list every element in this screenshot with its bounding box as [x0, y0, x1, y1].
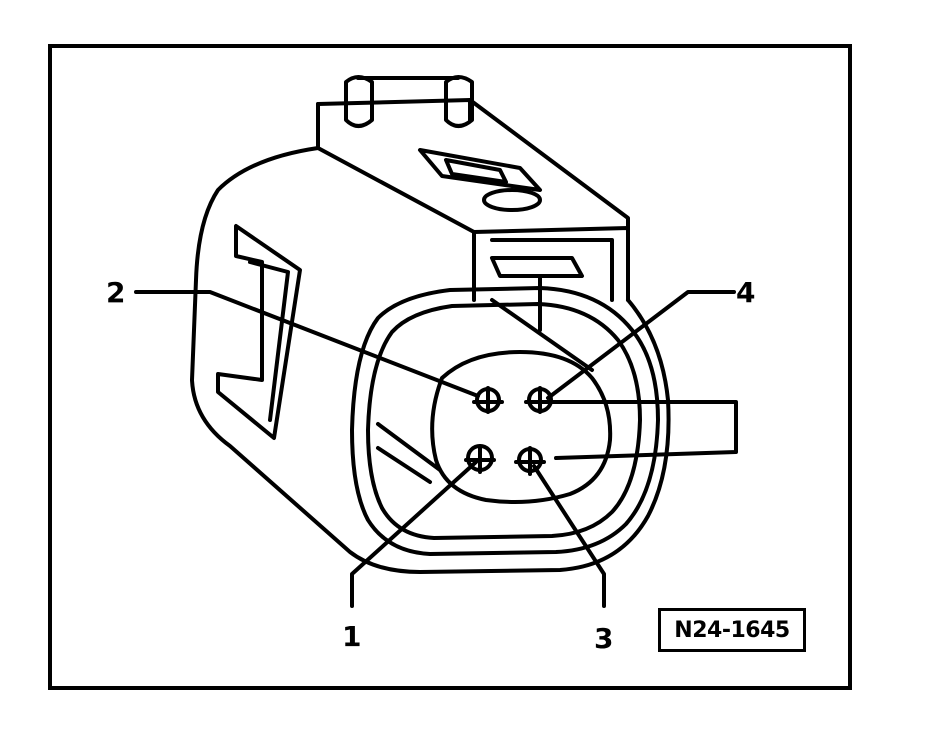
pin-1-terminal	[464, 444, 496, 474]
leader-line-4	[546, 290, 736, 400]
coding-rib	[546, 400, 738, 460]
callout-label-4: 4	[736, 276, 755, 309]
callout-label-2: 2	[106, 276, 125, 309]
leader-line-2	[134, 290, 480, 398]
reference-code-text: N24-1645	[674, 617, 790, 643]
connector-latch	[316, 75, 630, 332]
leader-line-3	[532, 464, 606, 608]
leader-line-1	[350, 460, 478, 608]
reference-code-box: N24-1645	[658, 608, 806, 652]
pin-cavity	[430, 350, 613, 504]
pin-3-terminal	[514, 446, 546, 476]
callout-label-1: 1	[342, 620, 361, 653]
pin-2-terminal	[472, 386, 504, 414]
diagram-frame	[48, 44, 852, 690]
connector-housing	[190, 146, 671, 574]
callout-label-3: 3	[594, 622, 613, 655]
callout-leaders	[134, 290, 736, 608]
